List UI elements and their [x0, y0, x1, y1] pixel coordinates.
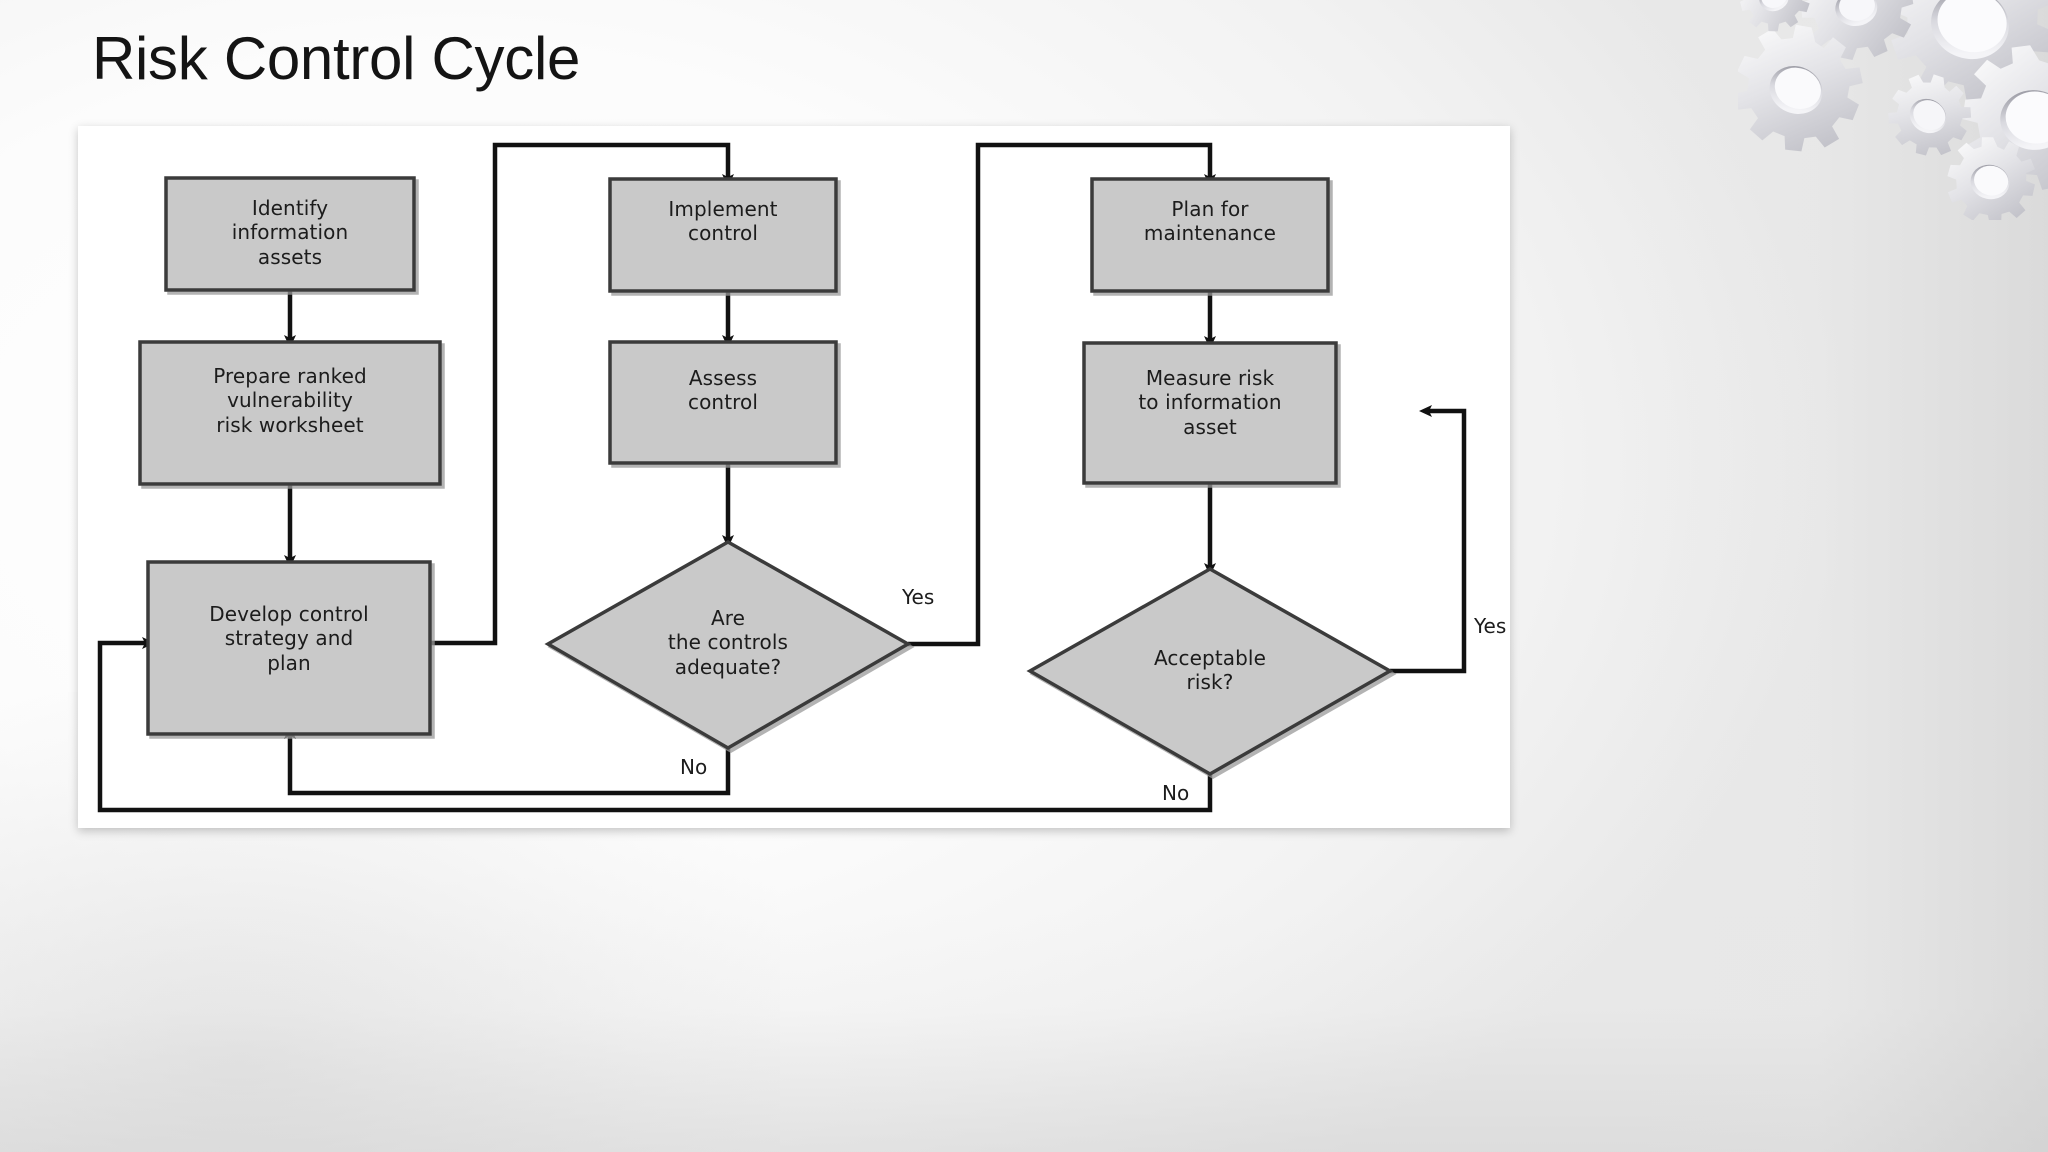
- gears-decoration: [1716, 0, 2048, 232]
- diagram-canvas: Identify information assets Prepare rank…: [78, 126, 1510, 828]
- background-wash-bottom: [0, 912, 2048, 1152]
- flowchart-svg: [97, 142, 1467, 813]
- page-title: Risk Control Cycle: [92, 25, 581, 92]
- background-wash-right: [1628, 0, 2048, 1152]
- risk-control-cycle-diagram: Identify information assets Prepare rank…: [78, 126, 1510, 828]
